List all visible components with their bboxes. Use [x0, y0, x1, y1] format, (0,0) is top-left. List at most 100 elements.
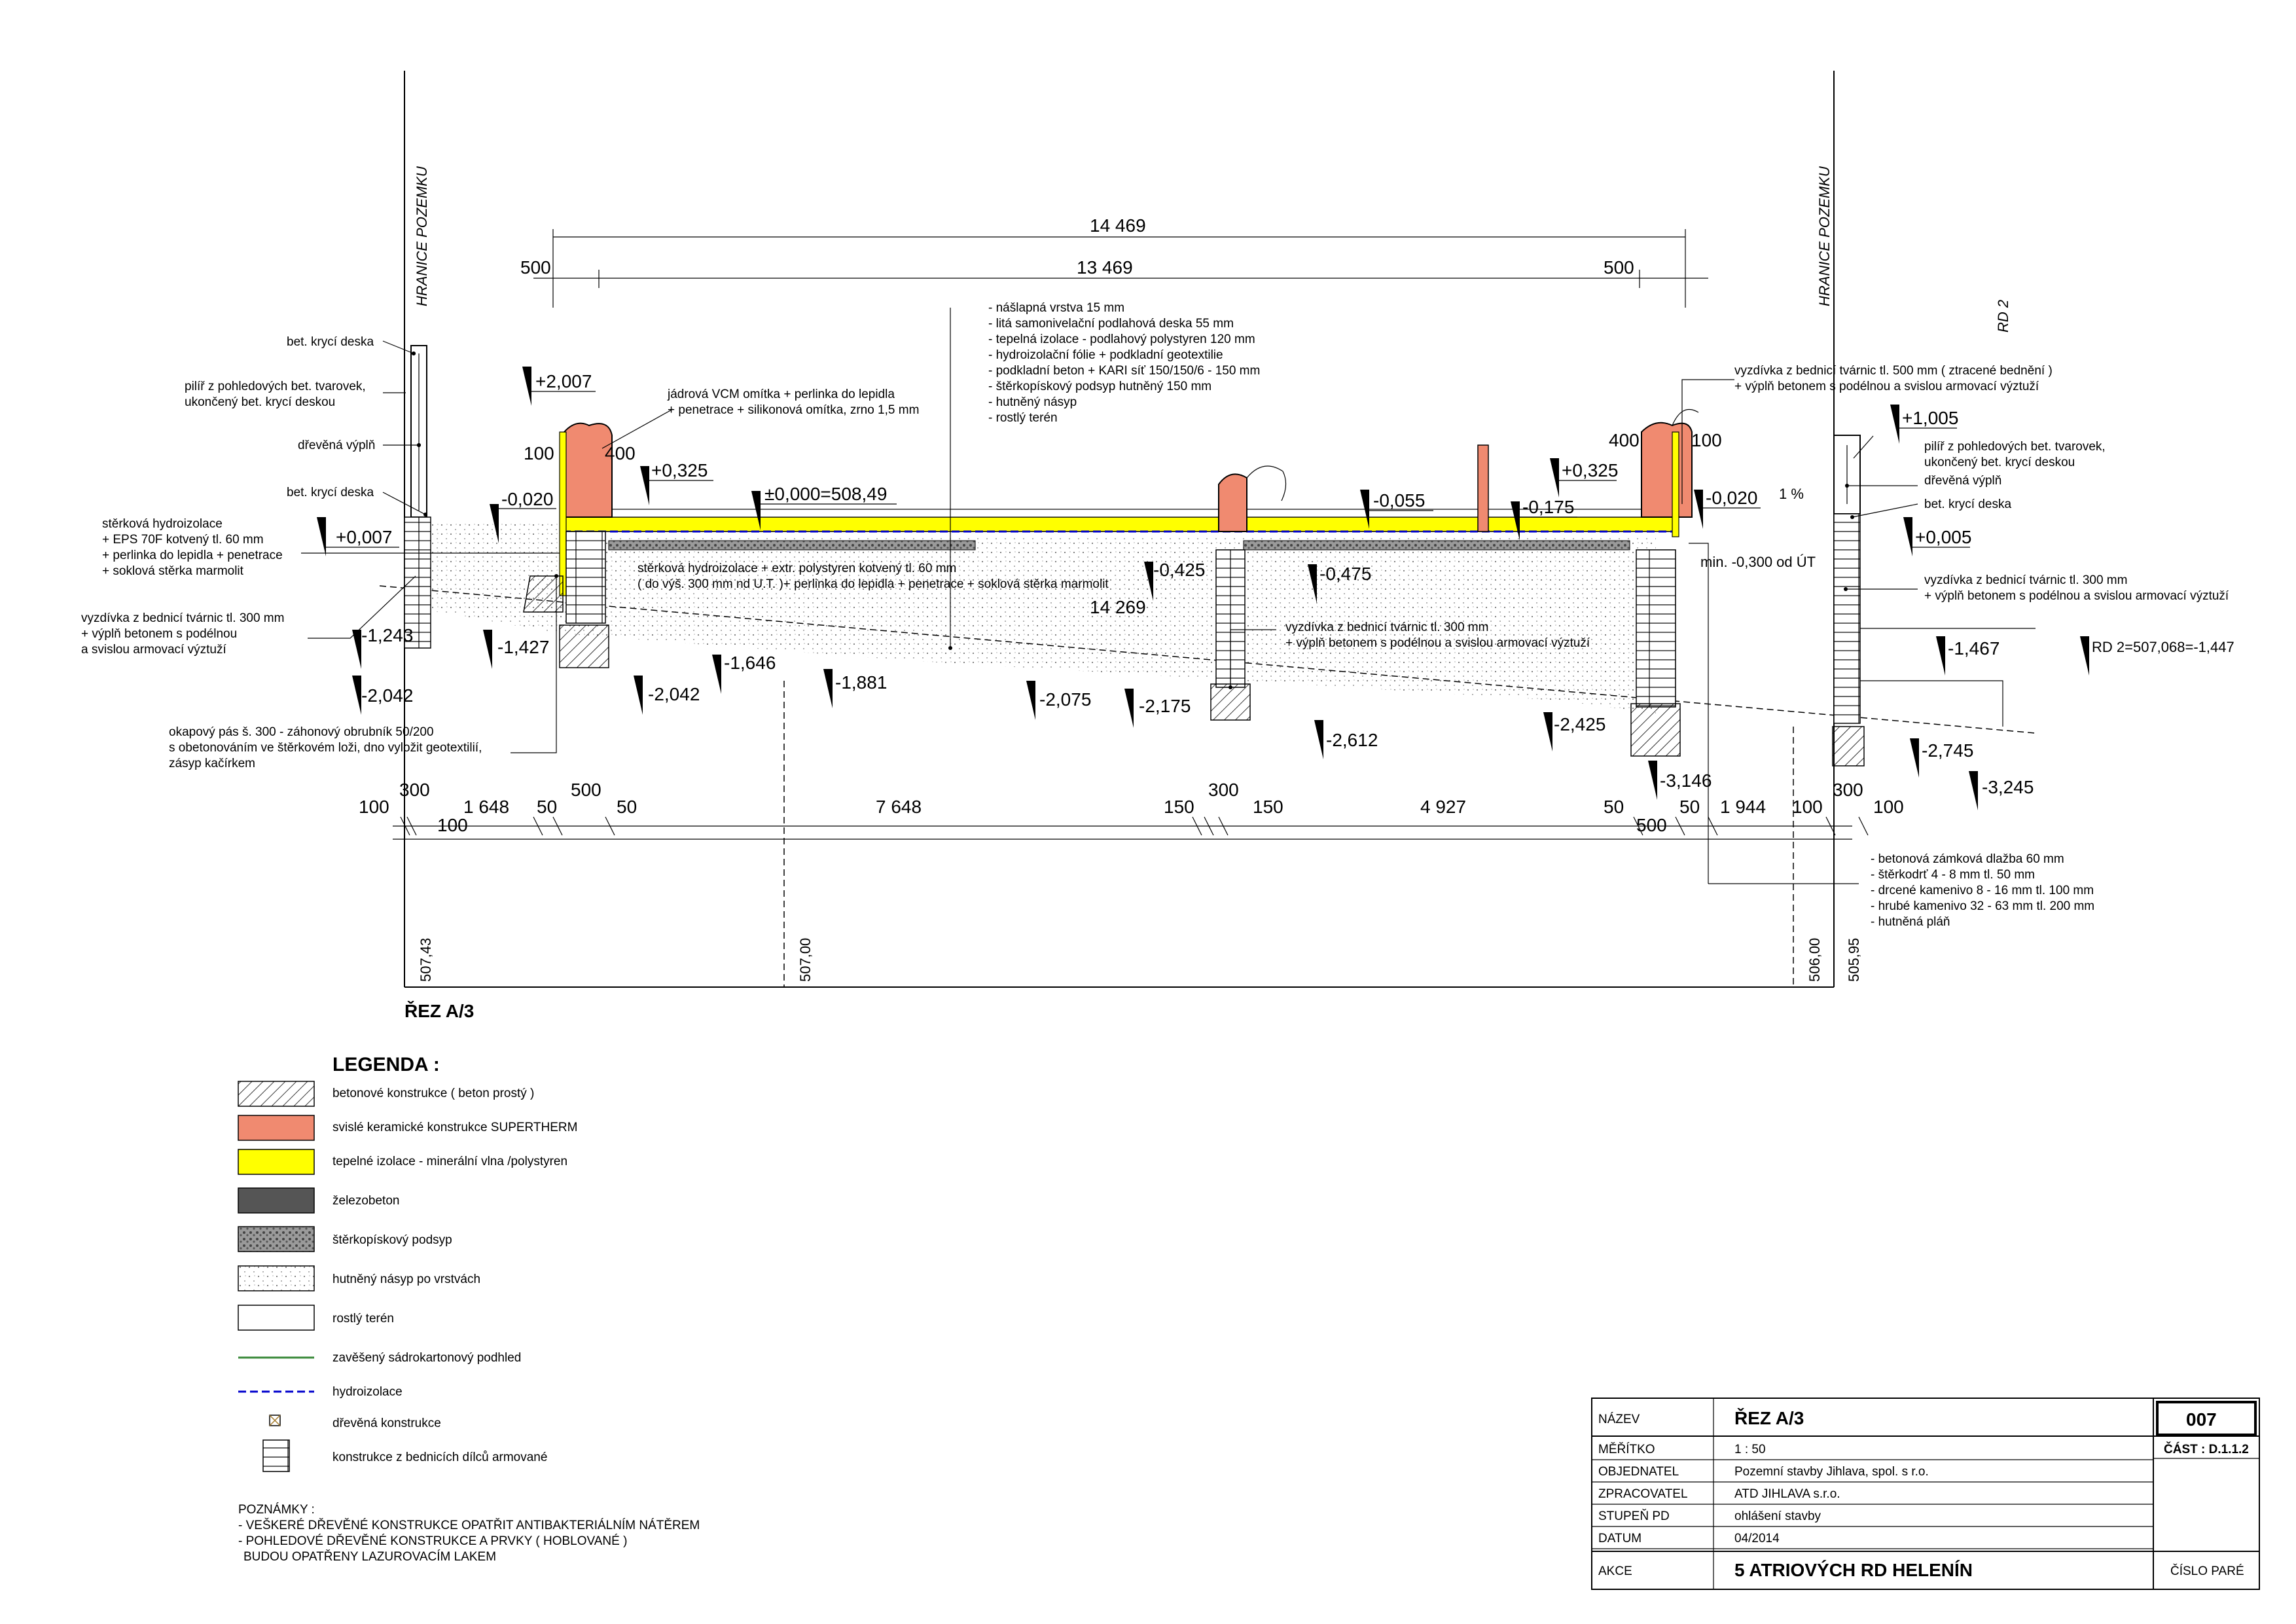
level-0005: +0,005: [1915, 527, 1971, 547]
right-block-wall: [1833, 513, 1861, 724]
notes-title: POZNÁMKY :: [238, 1503, 315, 1517]
note-right-wall-1: + výplň betonem s podélnou a svislou arm…: [1924, 589, 2229, 603]
note-floor-6: - hutněný násyp: [988, 395, 1077, 409]
notes-line-1: - POHLEDOVÉ DŘEVĚNÉ KONSTRUKCE A PRVKY (…: [238, 1534, 627, 1548]
bottom-dim-ticks: [400, 816, 1869, 836]
legend-label-4: štěrkopískový podsyp: [332, 1233, 452, 1247]
note-plaster-1: + penetrace + silikonová omítka, zrno 1,…: [668, 403, 919, 417]
tb-value-6: 5 ATRIOVÝCH RD HELENÍN: [1734, 1560, 1973, 1580]
middle-pier-break: [1246, 465, 1287, 501]
gravel-bed-left: [608, 540, 976, 550]
dim-bottom-2: 1 648: [463, 797, 509, 817]
legend-swatch-reinforced: [238, 1187, 315, 1214]
gravel-bed-right: [1243, 540, 1630, 550]
dim-bottom-5: 50: [617, 797, 637, 817]
note-left-cap-top: bet. krycí deska: [287, 335, 374, 349]
note-floor-3: - hydroizolační fólie + podkladní geotex…: [988, 348, 1223, 362]
note-paving-4: - hutněná pláň: [1871, 915, 1950, 929]
legend-swatch-fill: [238, 1265, 315, 1291]
level-0325-right: +0,325: [1562, 460, 1618, 480]
tb-key-6: AKCE: [1598, 1564, 1632, 1578]
level-2007: +2,007: [535, 371, 592, 391]
dim-bottom-9: 150: [1253, 797, 1283, 817]
left-footing: [559, 624, 609, 668]
note-mid-wall-1: + výplň betonem s podélnou a svislou arm…: [1285, 636, 1590, 650]
legend-label-10: konstrukce z bednicích dílců armované: [332, 1451, 547, 1464]
legend-label-5: hutněný násyp po vrstvách: [332, 1272, 480, 1286]
note-left-wood: dřevěná výplň: [298, 439, 375, 452]
legend-swatch-gravel: [238, 1226, 315, 1252]
legend-swatch-insulation: [238, 1149, 315, 1175]
title-block: [1591, 1398, 2260, 1590]
note-paving-3: - hrubé kamenivo 32 - 63 mm tl. 200 mm: [1871, 899, 2094, 913]
dim-bottom-12: 500: [1636, 815, 1667, 835]
tb-value-5: 04/2014: [1734, 1532, 1780, 1545]
note-right-wall-top-1: + výplň betonem s podélnou a svislou arm…: [1734, 380, 2039, 393]
terrain-height-2: 506,00: [1806, 938, 1823, 982]
note-paving-2: - drcené kamenivo 8 - 16 mm tl. 100 mm: [1871, 884, 2094, 897]
legend-swatch-concrete: [238, 1081, 315, 1107]
tb-key-3: ZPRACOVATEL: [1598, 1487, 1688, 1501]
note-floor-2: - tepelná izolace - podlahový polystyren…: [988, 333, 1255, 346]
note-left-wall-0: vyzdívka z bednicí tvárnic tl. 300 mm: [81, 611, 284, 625]
right-wall-break: [1672, 409, 1699, 426]
level-m0475: -0,475: [1319, 564, 1371, 584]
slope-label: 1 %: [1779, 486, 1804, 502]
dim-bottom-0: 100: [359, 797, 389, 817]
level-m2745: -2,745: [1922, 740, 1973, 761]
right-footing-boundary: [1832, 726, 1865, 767]
level-underlines: [326, 391, 1970, 548]
note-floor-7: - rostlý terén: [988, 411, 1058, 425]
level-m1881: -1,881: [835, 672, 887, 693]
tb-key-1: MĚŘÍTKO: [1598, 1442, 1655, 1456]
left-wall-insulation: [559, 431, 567, 596]
tb-value-1: 1 : 50: [1734, 1443, 1766, 1456]
right-wall-insulation: [1672, 431, 1679, 537]
thin-ceramic-pier: [1477, 444, 1489, 532]
dim-bottom-8: 300: [1208, 780, 1239, 800]
dim-wall-right-100: 100: [1691, 430, 1722, 450]
legend-label-6: rostlý terén: [332, 1312, 394, 1326]
note-left-hydro-1: + EPS 70F kotvený tl. 60 mm: [102, 533, 264, 547]
middle-footing: [1210, 683, 1251, 721]
level-m0175: -0,175: [1522, 497, 1574, 517]
terrain-height-3: 505,95: [1846, 938, 1862, 982]
dim-bottom-16: 300: [1833, 780, 1863, 800]
level-m2075: -2,075: [1039, 689, 1091, 710]
note-plaster-0: jádrová VCM omítka + perlinka do lepidla: [667, 388, 895, 401]
dim-inner-14269: 14 269: [1090, 597, 1146, 617]
terrain-line: [379, 585, 2036, 734]
level-m2425: -2,425: [1554, 714, 1605, 734]
right-ceramic-wall: [1641, 422, 1693, 518]
left-ceramic-wall: [564, 422, 613, 518]
section-title: ŘEZ A/3: [404, 1001, 474, 1021]
rd2-value: RD 2=507,068=-1,447: [2092, 639, 2234, 655]
note-left-cap: bet. krycí deska: [287, 486, 374, 499]
dim-bottom-1: 300: [399, 780, 430, 800]
tb-part: ČÁST : D.1.1.2: [2164, 1442, 2249, 1456]
leader-dots: [412, 352, 1854, 689]
tb-key-5: DATUM: [1598, 1532, 1641, 1545]
note-right-wood: dřevěná výplň: [1924, 474, 2001, 488]
tb-key-2: OBJEDNATEL: [1598, 1465, 1679, 1479]
note-left-wall-2: a svislou armovací výztuží: [81, 643, 226, 657]
note-mid-wall-0: vyzdívka z bednicí tvárnic tl. 300 mm: [1285, 621, 1488, 634]
gutter-edging: [523, 575, 564, 613]
note-right-wall-0: vyzdívka z bednicí tvárnic tl. 300 mm: [1924, 573, 2127, 587]
floor-insulation: [562, 516, 1676, 532]
terrain-height-0: 507,43: [418, 938, 434, 982]
level-m0055: -0,055: [1373, 490, 1425, 511]
notes-line-0: - VEŠKERÉ DŘEVĚNÉ KONSTRUKCE OPATŘIT ANT…: [238, 1518, 700, 1532]
level-zero: ±0,000=508,49: [764, 484, 887, 504]
dim-bottom-3: 50: [537, 797, 557, 817]
note-left-hydro-0: stěrková hydroizolace: [102, 517, 223, 531]
note-gutter-0: okapový pás š. 300 - záhonový obrubník 5…: [169, 725, 434, 739]
dim-top-right-500: 500: [1604, 257, 1634, 278]
dim-bottom-100-under: 100: [437, 815, 468, 835]
note-floor-4: - podkladní beton + KARI síť 150/150/6 -…: [988, 364, 1260, 378]
tb-value-2: Pozemní stavby Jihlava, spol. s r.o.: [1734, 1465, 1929, 1479]
rd2-label: RD 2: [1995, 300, 2011, 333]
tb-sheet-number: 007: [2186, 1409, 2217, 1430]
legend-label-9: dřevěná konstrukce: [332, 1416, 441, 1430]
level-1005: +1,005: [1902, 408, 1958, 428]
